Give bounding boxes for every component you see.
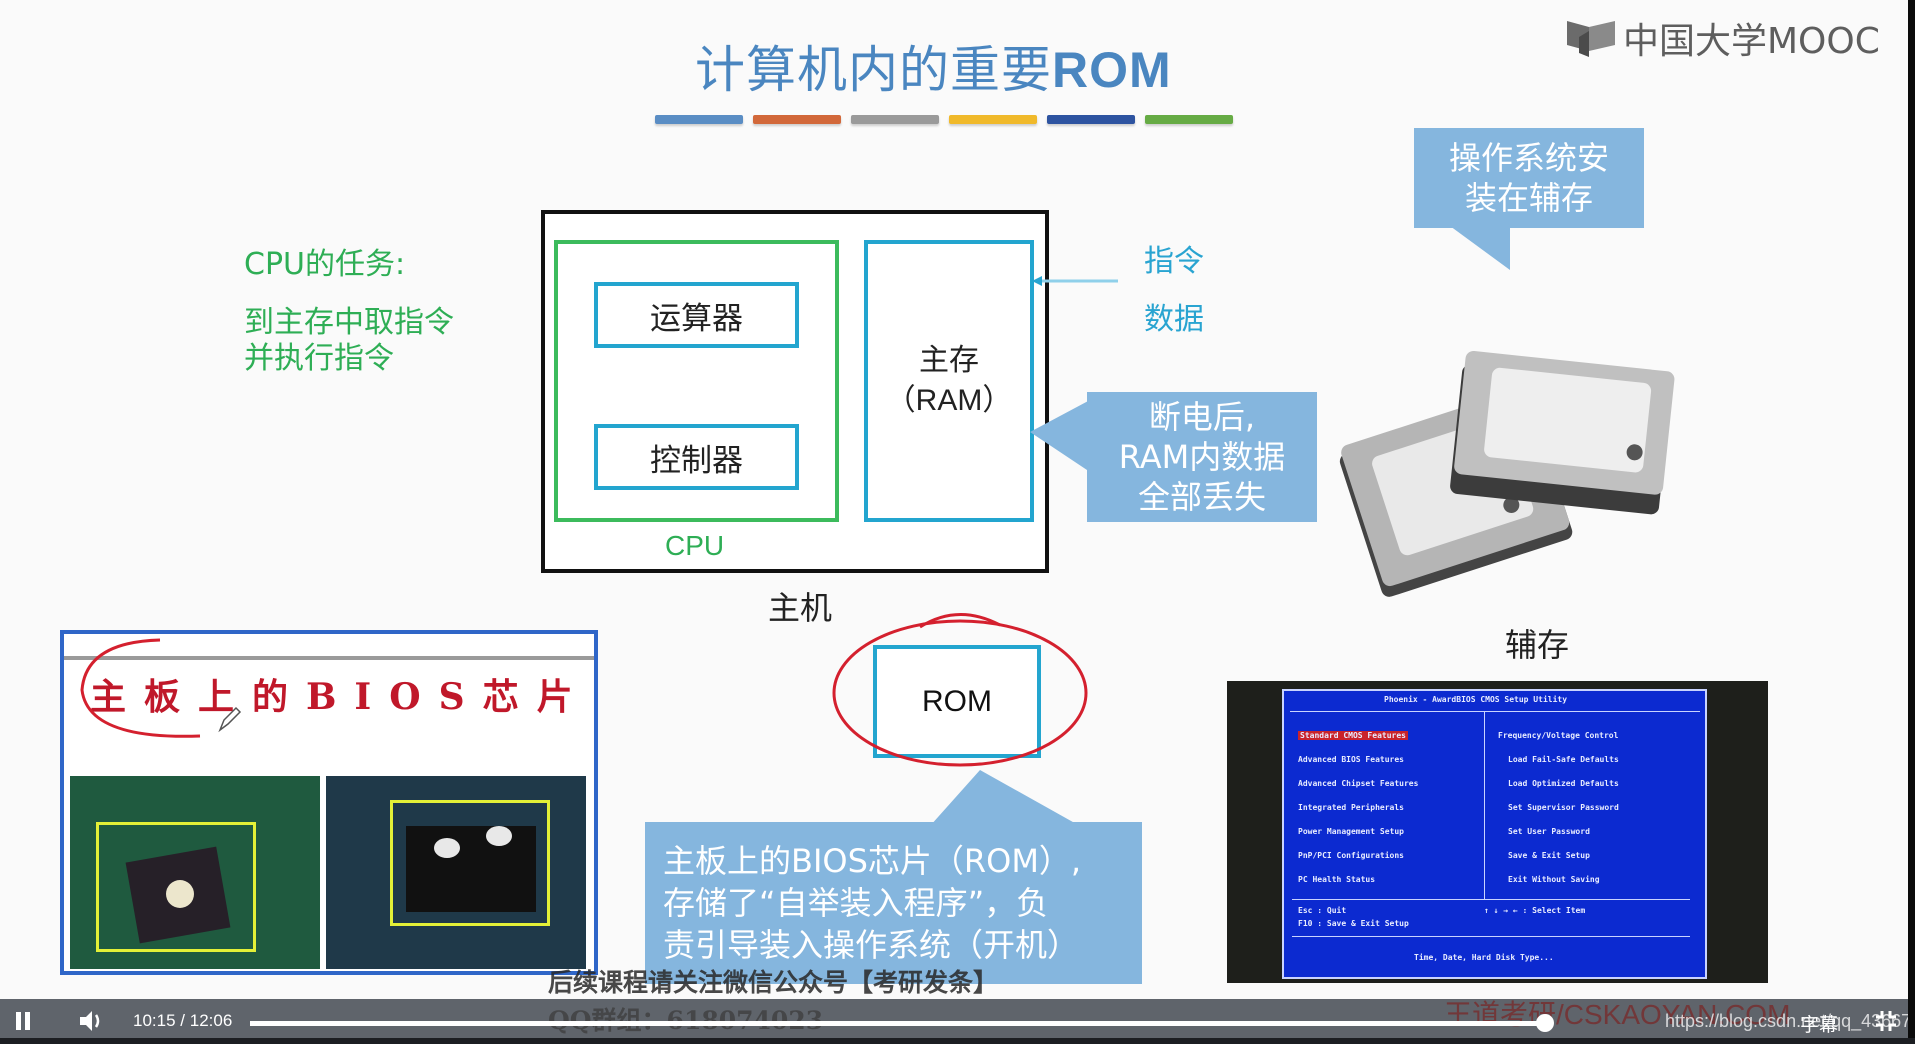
player-bottom-border [0, 1038, 1915, 1044]
alu-box: 运算器 [594, 282, 799, 348]
fullscreen-icon[interactable] [1874, 1009, 1898, 1033]
bios-menu-item: Integrated Peripherals [1298, 803, 1404, 812]
bios-menu-item: Save & Exit Setup [1508, 851, 1590, 860]
bios-menu-item: PC Health Status [1298, 875, 1376, 884]
data-label: 数据 [1144, 302, 1204, 337]
bios-menu-item: Advanced Chipset Features [1298, 779, 1419, 788]
color-bar [1145, 115, 1233, 124]
rom-callout-line: 主板上的BIOS芯片（ROM）, [663, 842, 1082, 880]
cpu-task-line1: 到主存中取指令 [244, 305, 454, 340]
color-bar [851, 115, 939, 124]
qq-watermark: QQ群组：618074023 [548, 1001, 823, 1037]
volume-icon[interactable] [78, 1009, 106, 1033]
control-unit-box: 控制器 [594, 424, 799, 490]
wechat-watermark: 后续课程请关注微信公众号【考研发条】 [548, 968, 999, 997]
mooc-logo: 中国大学MOOC [1565, 12, 1880, 64]
rom-callout: 主板上的BIOS芯片（ROM）, 存储了“自举装入程序”，负 责引导装入操作系统… [645, 822, 1142, 984]
logo-text: 中国大学MOOC [1623, 21, 1880, 62]
bios-menu-item: Power Management Setup [1298, 827, 1404, 836]
os-callout-line: 装在辅存 [1464, 179, 1593, 217]
bios-setup-screen-photo: Phoenix - AwardBIOS CMOS Setup Utility S… [1227, 681, 1768, 983]
bios-help: Time, Date, Hard Disk Type... [1414, 953, 1554, 962]
title-color-bars [655, 115, 1233, 124]
slide-title: 计算机内的重要ROM [695, 30, 1172, 102]
rom-annotation-circle [832, 613, 1088, 767]
progress-fill [250, 1021, 1546, 1026]
bios-menu-item: Load Fail-Safe Defaults [1508, 755, 1619, 764]
window-edge [1908, 0, 1915, 1044]
pause-icon[interactable] [14, 1010, 34, 1032]
pen-cursor-icon [218, 706, 242, 733]
ram-callout-pointer [1030, 400, 1090, 472]
rom-box: ROM [873, 645, 1041, 758]
disk-label: 辅存 [1505, 626, 1570, 664]
host-label: 主机 [768, 589, 833, 627]
bios-menu-item: PnP/PCI Configurations [1298, 851, 1404, 860]
ram-label-cn: 主存 [919, 343, 979, 378]
duration: 12:06 [189, 1011, 233, 1030]
slide-title-en: ROM [1052, 42, 1172, 98]
instruction-label: 指令 [1144, 244, 1204, 279]
cpu-box: 运算器 控制器 [554, 240, 839, 522]
bios-menu-item: Set User Password [1508, 827, 1590, 836]
ram-label-en: （RAM） [885, 384, 1013, 417]
csdn-watermark: https://blog.csdn.net/qq_43667537 [1665, 1011, 1908, 1031]
bios-header: Phoenix - AwardBIOS CMOS Setup Utility [1384, 695, 1568, 704]
bios-footer: ↑ ↓ → ← : Select Item [1484, 906, 1586, 915]
color-bar [1047, 115, 1135, 124]
bios-title-annotation [80, 638, 201, 738]
bios-chip-photo-right [326, 776, 586, 969]
os-callout-line: 操作系统安 [1448, 139, 1609, 177]
color-bar [753, 115, 841, 124]
os-callout: 操作系统安 装在辅存 [1414, 128, 1644, 228]
bios-menu-item: Exit Without Saving [1508, 875, 1600, 884]
progress-handle[interactable] [1536, 1014, 1554, 1032]
cpu-task-heading: CPU的任务: [244, 247, 406, 282]
ram-callout-line: RAM内数据 [1118, 438, 1286, 476]
rom-callout-line: 存储了“自举装入程序”，负 [663, 884, 1049, 922]
panel-divider [64, 656, 594, 660]
rom-callout-line: 责引导装入操作系统（开机） [663, 926, 1080, 964]
current-time: 10:15 [133, 1011, 176, 1030]
input-arrow-icon [1032, 276, 1118, 286]
ram-callout-line: 全部丢失 [1137, 478, 1266, 516]
bios-menu-item: Advanced BIOS Features [1298, 755, 1404, 764]
bios-footer: Esc : Quit [1298, 906, 1347, 915]
rom-callout-pointer [930, 770, 1080, 826]
color-bar [949, 115, 1037, 124]
cpu-label: CPU [665, 530, 725, 561]
hard-disk-image [1339, 350, 1675, 597]
time-separator: / [180, 1011, 186, 1030]
ram-callout-line: 断电后, [1148, 398, 1256, 436]
bios-panel-title: 主板上的BIOS芯片 [90, 676, 591, 718]
book-logo-icon [1567, 21, 1615, 57]
color-bar [655, 115, 743, 124]
bios-footer: F10 : Save & Exit Setup [1298, 919, 1409, 928]
bios-menu-item: Set Supervisor Password [1508, 803, 1619, 812]
bios-menu-item: Frequency/Voltage Control [1498, 731, 1619, 740]
os-callout-pointer [1450, 226, 1510, 270]
bios-menu-item: Load Optimized Defaults [1508, 779, 1619, 788]
host-box [541, 210, 1049, 573]
ram-callout: 断电后, RAM内数据 全部丢失 [1087, 392, 1317, 522]
progress-track[interactable] [250, 1021, 1546, 1026]
bios-menu-item: Standard CMOS Features [1298, 731, 1408, 740]
slide-title-cn: 计算机内的重要 [695, 41, 1052, 99]
bios-screen-display: Phoenix - AwardBIOS CMOS Setup Utility S… [1282, 689, 1707, 979]
ram-box: 主存 （RAM） [864, 240, 1034, 522]
bios-chip-photo-left [70, 776, 320, 969]
time-display: 10:15 / 12:06 [133, 1011, 232, 1031]
subtitle-button[interactable]: 字幕 [1800, 1015, 1839, 1036]
bios-chip-panel [60, 630, 598, 975]
cpu-task-line2: 并执行指令 [244, 341, 394, 376]
video-control-bar: QQ群组：618074023 王道考研/CSKAOYAN.COM 10:15 /… [0, 999, 1908, 1044]
